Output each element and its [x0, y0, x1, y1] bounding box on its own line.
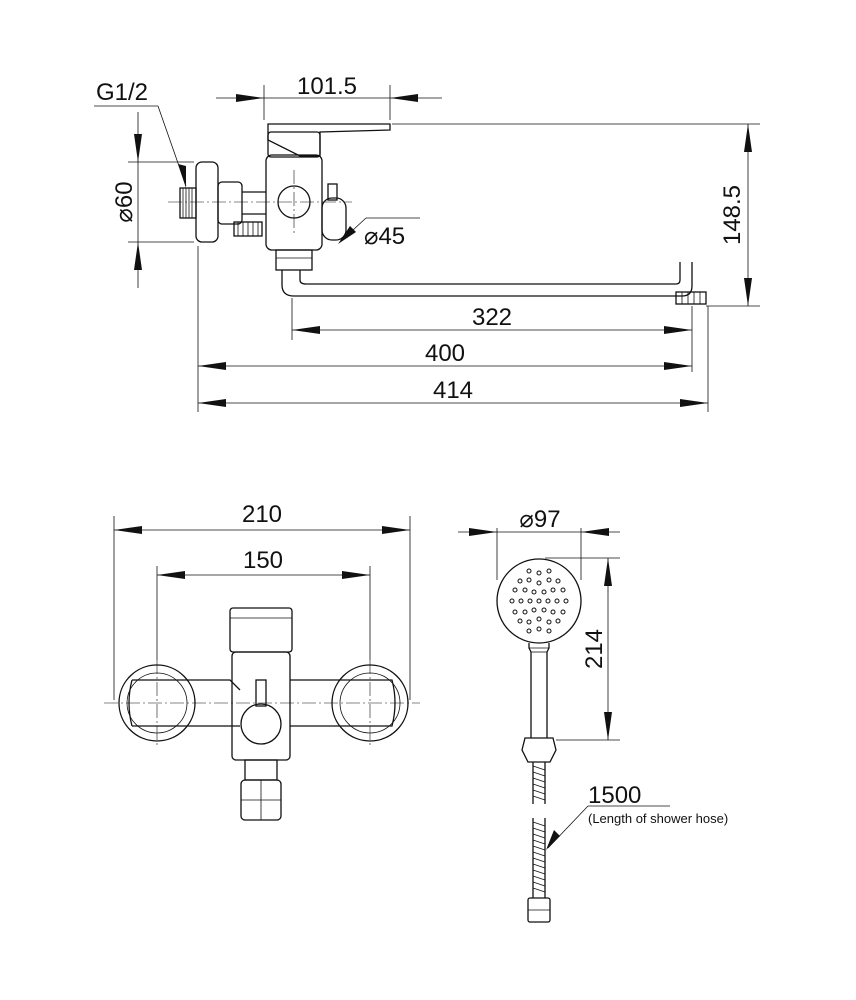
- handle-connector: [521, 737, 557, 763]
- dim-overall-length-label: 414: [433, 377, 473, 404]
- dim-center-distance: 150: [157, 547, 370, 579]
- dim-spout-center-label: 400: [425, 340, 465, 367]
- spout: [281, 262, 693, 297]
- dim-diverter-diameter: ⌀45: [338, 217, 420, 250]
- dim-overall-width: 210: [114, 501, 410, 534]
- dim-center-distance-label: 150: [243, 547, 283, 574]
- dim-height-label: 148.5: [719, 185, 746, 245]
- front-swivel: [244, 759, 278, 781]
- dim-spout-reach-label: 322: [472, 304, 512, 331]
- lever-handle: [267, 123, 391, 157]
- dim-spout-center: 400: [198, 340, 692, 370]
- dim-hose-note: (Length of shower hose): [588, 811, 728, 826]
- dim-height: 148.5: [719, 124, 752, 306]
- dim-handset-length: 214: [581, 558, 612, 740]
- dim-hose-length: 1500 (Length of shower hose): [546, 782, 728, 850]
- dim-handset-length-label: 214: [581, 629, 608, 669]
- dim-diverter-diameter-label: ⌀45: [364, 223, 405, 250]
- side-view: 101.5 G1/2 ⌀60 ⌀45 148.5: [94, 73, 760, 412]
- dim-hose-length-label: 1500: [588, 782, 641, 809]
- coupling-nut: [217, 181, 243, 225]
- dim-flange-diameter: ⌀60: [111, 112, 142, 288]
- dim-overall-width-label: 210: [242, 501, 282, 528]
- dim-lever-length: 101.5: [216, 73, 442, 102]
- shower-hose: [532, 762, 546, 898]
- dim-head-diameter: ⌀97: [458, 506, 620, 536]
- shower-head: [496, 558, 582, 644]
- front-cap: [229, 607, 293, 653]
- thread-callout: G1/2: [94, 79, 187, 188]
- aerator: [675, 291, 707, 305]
- dim-lever-length-label: 101.5: [297, 73, 357, 100]
- front-view: 210 150: [104, 501, 420, 821]
- dim-spout-reach: 322: [292, 304, 692, 334]
- dim-head-diameter-label: ⌀97: [519, 506, 560, 533]
- spray-holes: [509, 568, 569, 634]
- spout-swivel: [275, 249, 313, 271]
- dim-flange-diameter-label: ⌀60: [111, 181, 138, 222]
- shower-handle: [528, 643, 550, 738]
- thread-connector: [179, 187, 197, 219]
- dim-overall-length: 414: [198, 377, 708, 407]
- front-diverter: [240, 703, 282, 745]
- diverter-knob: [321, 183, 347, 241]
- shower-outlet: [233, 221, 263, 237]
- thread-label: G1/2: [96, 79, 148, 106]
- hand-shower: ⌀97 214 1500 (Length of shower hose): [458, 506, 728, 923]
